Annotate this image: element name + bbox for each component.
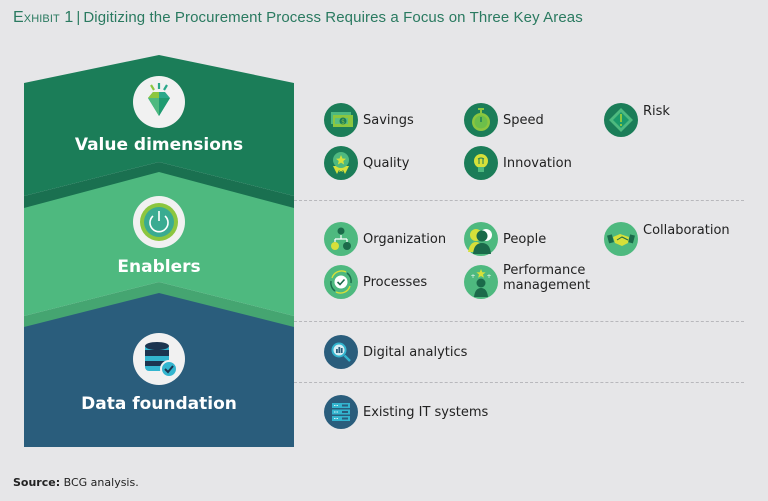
money-icon: $ bbox=[331, 112, 353, 127]
data-item-digital-analytics: Digital analytics bbox=[324, 335, 467, 369]
source-note: Source: BCG analysis. bbox=[13, 476, 139, 489]
award-icon bbox=[333, 152, 349, 174]
layer-label-data-foundation: Data foundation bbox=[81, 394, 237, 414]
database-badge bbox=[133, 333, 185, 385]
enabler-item-people: People bbox=[464, 222, 546, 256]
diamond-icon bbox=[148, 83, 170, 116]
divider-enablers-data bbox=[294, 321, 744, 322]
server-rack-icon bbox=[332, 403, 350, 421]
value-item-label: Savings bbox=[363, 112, 414, 128]
source-text: BCG analysis. bbox=[63, 476, 139, 489]
power-icon bbox=[140, 203, 178, 241]
source-label: Source: bbox=[13, 476, 61, 489]
warning-icon bbox=[609, 108, 633, 132]
svg-text:+: + bbox=[486, 273, 491, 280]
label-line-1: Performance bbox=[503, 263, 586, 278]
handshake-icon bbox=[607, 234, 635, 246]
value-item-risk: Risk bbox=[604, 103, 670, 137]
enabler-item-collaboration: Collaboration bbox=[604, 222, 730, 256]
analytics-magnifier-icon bbox=[331, 342, 351, 362]
performance-person-icon: + + bbox=[470, 269, 492, 297]
database-icon bbox=[145, 342, 178, 378]
svg-text:$: $ bbox=[341, 119, 345, 126]
enabler-item-label: Organization bbox=[363, 231, 447, 247]
enabler-item-label: Processes bbox=[363, 274, 428, 290]
title-separator: | bbox=[76, 9, 81, 26]
label-line-2: management bbox=[503, 278, 591, 293]
value-item-label: Risk bbox=[643, 104, 670, 119]
data-item-existing-it-systems: Existing IT systems bbox=[324, 395, 488, 429]
diamond-badge bbox=[133, 76, 185, 128]
value-item-speed: Speed bbox=[464, 103, 544, 137]
exhibit-title-text: Digitizing the Procurement Process Requi… bbox=[83, 9, 583, 26]
layer-label-enablers: Enablers bbox=[117, 257, 201, 277]
enabler-item-label: People bbox=[503, 231, 547, 247]
value-item-label: Speed bbox=[503, 112, 544, 128]
svg-text:+: + bbox=[470, 273, 475, 280]
value-item-quality: Quality bbox=[324, 146, 409, 180]
people-icon bbox=[468, 229, 492, 254]
org-chart-icon bbox=[331, 227, 351, 250]
enabler-item-organization: Organization bbox=[324, 222, 446, 256]
lightbulb-icon bbox=[474, 154, 488, 172]
layer-label-value-dimensions: Value dimensions bbox=[74, 135, 244, 155]
process-cycle-icon bbox=[330, 270, 352, 294]
power-badge bbox=[133, 196, 185, 248]
enabler-item-performance-management: + + Performance management bbox=[464, 263, 590, 299]
enabler-item-processes: Processes bbox=[324, 265, 427, 299]
value-item-label: Quality bbox=[363, 155, 410, 171]
data-item-label: Existing IT systems bbox=[363, 404, 489, 420]
exhibit-title: Exhibit 1|Digitizing the Procurement Pro… bbox=[13, 9, 583, 27]
data-item-label: Digital analytics bbox=[363, 344, 468, 360]
enabler-item-label: Performance management bbox=[503, 263, 590, 293]
exhibit-number: Exhibit 1 bbox=[13, 9, 74, 26]
divider-value-enablers bbox=[294, 200, 744, 201]
stopwatch-icon bbox=[472, 108, 490, 131]
divider-data-rows bbox=[294, 382, 744, 383]
enablers-shadow-band bbox=[24, 282, 294, 327]
value-shadow-band bbox=[24, 162, 294, 208]
enabler-item-label: Collaboration bbox=[643, 223, 730, 238]
value-item-innovation: Innovation bbox=[464, 146, 572, 180]
value-item-savings: $ Savings bbox=[324, 103, 414, 137]
value-item-label: Innovation bbox=[503, 155, 572, 171]
